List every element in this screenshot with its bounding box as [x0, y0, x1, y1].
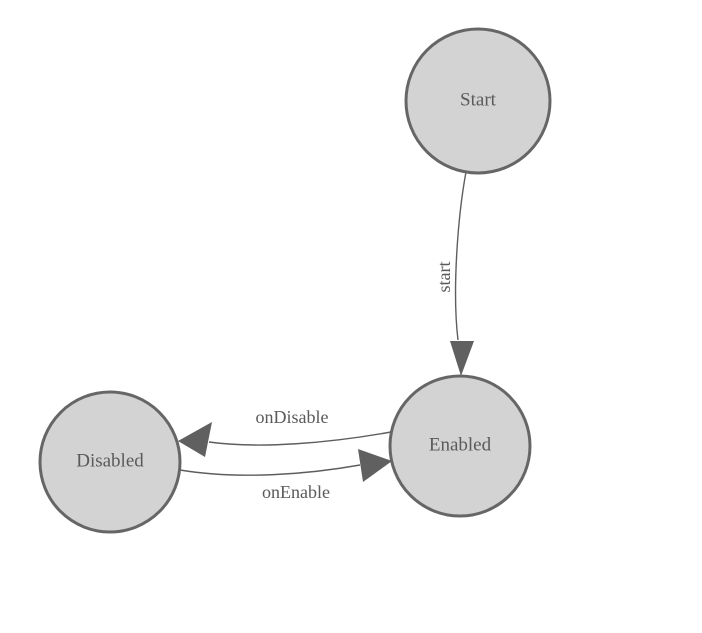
node-start-circle: [404, 27, 552, 175]
edge-start-to-enabled[interactable]: start: [434, 171, 474, 376]
edge-label-start: start: [434, 262, 454, 293]
node-enabled[interactable]: Enabled: [388, 374, 532, 518]
node-enabled-circle: [388, 374, 532, 518]
edge-disabled-to-enabled-path: [179, 464, 361, 476]
edge-start-to-enabled-arrowhead: [450, 341, 474, 376]
node-start-label: Start: [460, 89, 497, 110]
edge-enabled-to-disabled-arrowhead: [178, 422, 212, 457]
edge-enabled-to-disabled[interactable]: onDisable: [178, 407, 392, 457]
edge-label-ondisable: onDisable: [256, 407, 329, 427]
edge-enabled-to-disabled-path: [208, 431, 392, 446]
node-enabled-label: Enabled: [429, 434, 492, 455]
edge-start-to-enabled-path: [454, 171, 467, 341]
edge-label-onenable: onEnable: [262, 482, 330, 502]
node-disabled-label: Disabled: [76, 450, 144, 471]
node-disabled[interactable]: Disabled: [38, 390, 182, 534]
edge-disabled-to-enabled-arrowhead: [358, 449, 392, 482]
edge-disabled-to-enabled[interactable]: onEnable: [179, 449, 392, 502]
node-disabled-circle: [38, 390, 182, 534]
node-start[interactable]: Start: [404, 27, 552, 175]
